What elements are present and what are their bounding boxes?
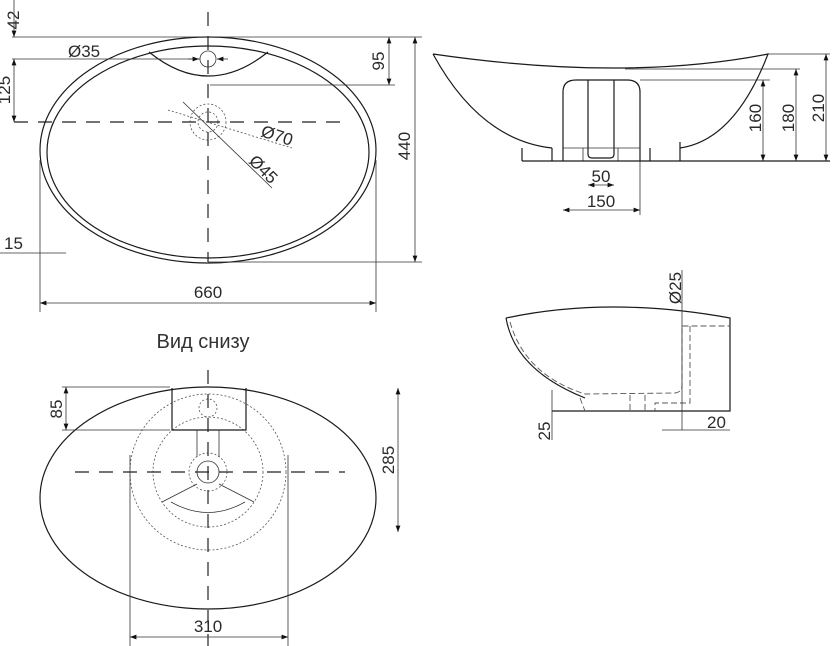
section-outline — [505, 306, 731, 412]
dim-440: 440 — [395, 132, 414, 160]
section-view: Ø25 25 20 — [505, 270, 731, 441]
basin-inner-rim — [46, 45, 370, 259]
mount-bracket — [171, 388, 247, 431]
dim-70: Ø70 — [259, 122, 295, 150]
bottom-faucet-hole — [198, 398, 218, 418]
dim-210: 210 — [809, 94, 828, 122]
side-view: 160 180 210 50 150 — [432, 53, 830, 215]
dim-45: Ø45 — [245, 151, 281, 187]
dim-70-line — [167, 109, 293, 149]
dim-160: 160 — [746, 104, 765, 132]
section-hidden-lines — [579, 326, 691, 412]
pedestal — [562, 79, 641, 161]
dim-15: 15 — [4, 234, 23, 253]
dim-42: 42 — [4, 11, 23, 30]
section-inner — [509, 321, 730, 395]
dim-20: 20 — [707, 413, 726, 432]
pedestal-base — [563, 147, 640, 161]
faucet-deck — [148, 51, 269, 77]
drain-column — [587, 80, 615, 159]
dim-45-line — [182, 101, 273, 189]
dim-150: 150 — [587, 192, 615, 211]
dim-85: 85 — [47, 400, 66, 419]
bottom-view: Вид снизу 85 285 310 — [39, 331, 401, 646]
dim-285: 285 — [379, 446, 398, 474]
basin-profile — [432, 53, 769, 149]
dim-660: 660 — [194, 283, 222, 302]
dim-310: 310 — [194, 617, 222, 636]
dim-95: 95 — [369, 52, 388, 71]
dim-25: 25 — [535, 422, 554, 441]
foot-right — [649, 142, 681, 161]
foot-left — [521, 148, 553, 161]
bottom-view-title: Вид снизу — [157, 331, 250, 353]
stand-spokes — [161, 430, 255, 513]
dim-25-dia: Ø25 — [666, 272, 685, 304]
dim-35: Ø35 — [68, 42, 100, 61]
top-view: 42 125 Ø35 95 440 Ø70 Ø45 15 660 — [0, 0, 422, 312]
dim-125: 125 — [0, 76, 14, 104]
dim-180: 180 — [779, 104, 798, 132]
dim-50: 50 — [592, 167, 611, 186]
basin-bottom-outline — [39, 386, 377, 610]
